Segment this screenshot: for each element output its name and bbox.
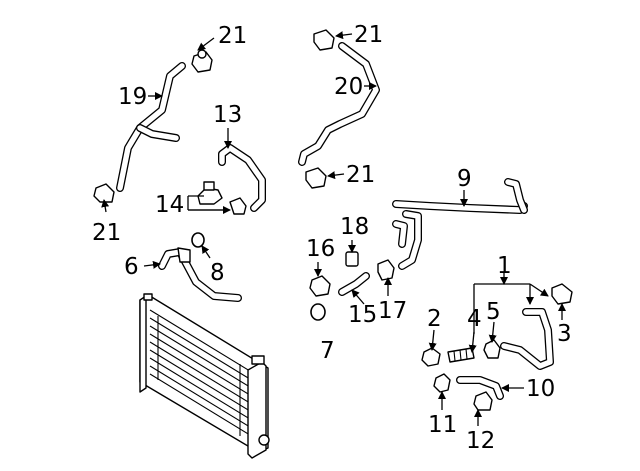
callout-21-b: 21 — [92, 220, 121, 246]
clamp-21-mid-centre — [305, 167, 327, 189]
part-5-clamp — [483, 339, 501, 359]
callout-21-d: 21 — [346, 162, 375, 188]
part-9-pipe — [392, 178, 528, 270]
part-18-cap — [345, 251, 359, 267]
callout-21-c: 21 — [354, 22, 383, 48]
part-8-o-ring — [191, 232, 205, 248]
part-12-clamp — [473, 391, 493, 411]
part-20-hose — [298, 42, 380, 166]
callout-1: 1 — [497, 253, 512, 279]
part-17-clamp — [377, 259, 395, 281]
part-11-clamp — [433, 373, 451, 393]
callout-13: 13 — [213, 102, 242, 128]
part-13-hose — [218, 144, 266, 212]
callout-16: 16 — [306, 236, 335, 262]
callout-11: 11 — [428, 412, 457, 438]
part-2-clamp — [421, 347, 441, 367]
callout-17: 17 — [378, 298, 407, 324]
callout-2: 2 — [427, 306, 442, 332]
callout-21-a: 21 — [218, 23, 247, 49]
part-16-clamp — [309, 275, 331, 297]
callout-18: 18 — [340, 214, 369, 240]
callout-15: 15 — [348, 302, 377, 328]
clamp-21-lower-left — [93, 183, 115, 203]
part-1-hose — [500, 308, 554, 370]
callout-14: 14 — [155, 192, 184, 218]
part-10-hose — [456, 376, 504, 400]
callout-7: 7 — [320, 338, 335, 364]
part-7-ring — [310, 303, 326, 321]
clamp-21-top-centre — [313, 29, 335, 51]
callout-12: 12 — [466, 428, 495, 454]
callout-4: 4 — [467, 306, 482, 332]
leader-lines — [101, 31, 566, 426]
part-4-hose — [447, 347, 475, 363]
part-14-valve — [197, 181, 247, 215]
callout-6: 6 — [124, 254, 139, 280]
part-3-clamp — [551, 283, 573, 305]
callout-3: 3 — [557, 321, 572, 347]
callout-19: 19 — [118, 84, 147, 110]
callout-8: 8 — [210, 260, 225, 286]
callout-9: 9 — [457, 166, 472, 192]
callout-5: 5 — [486, 299, 501, 325]
clamp-21-upper-left — [191, 49, 213, 73]
radiator — [139, 293, 270, 459]
part-19-hose — [116, 62, 186, 192]
callout-10: 10 — [526, 376, 555, 402]
callouts: 21 19 21 13 14 6 8 21 20 21 9 18 16 15 1… — [92, 22, 572, 454]
callout-20: 20 — [334, 74, 363, 100]
part-15-hose — [338, 272, 370, 296]
part-6-hose — [158, 247, 242, 302]
